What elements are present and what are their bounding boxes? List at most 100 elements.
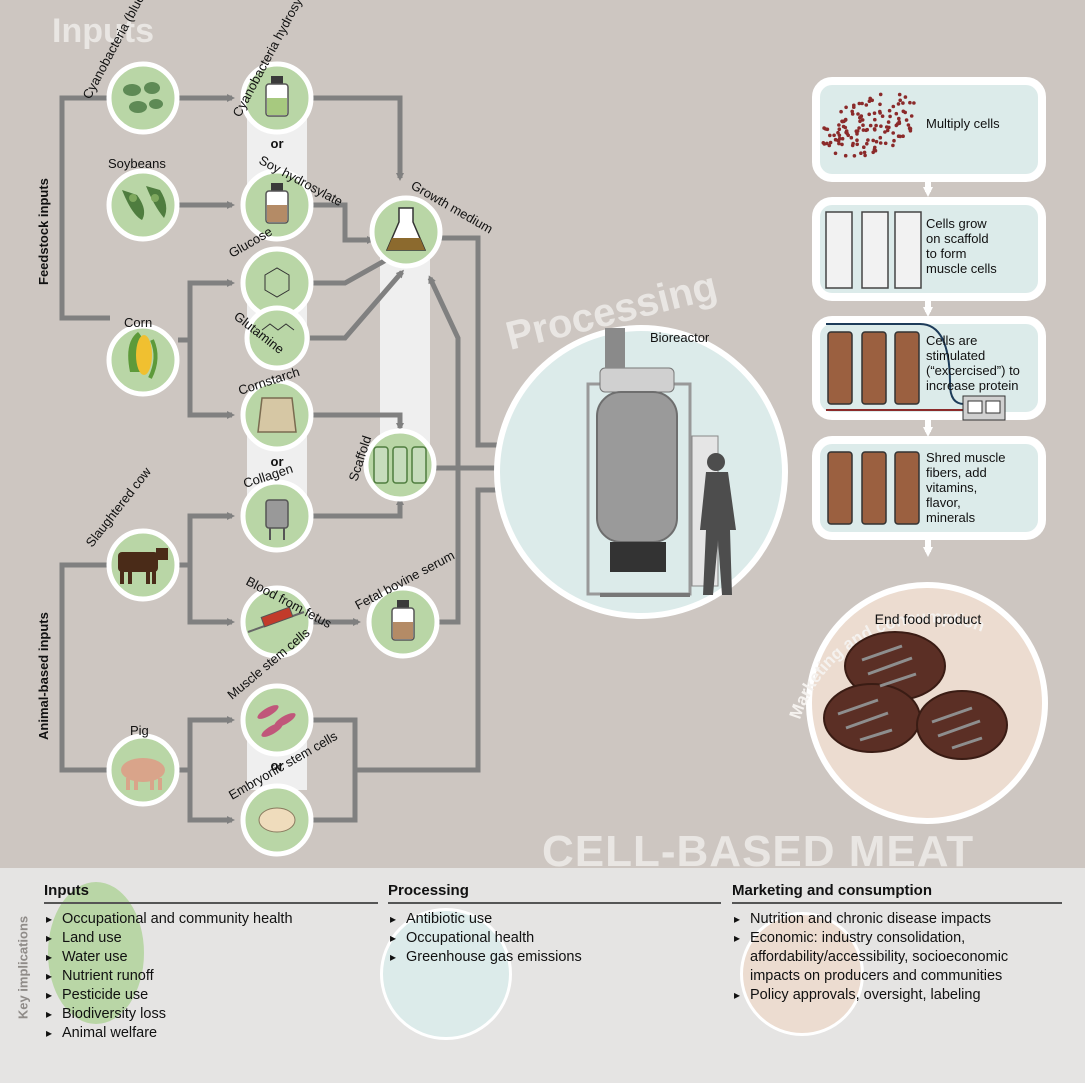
cell-dot xyxy=(849,135,854,140)
processing-implication-item: Occupational health xyxy=(388,929,721,948)
cell-dot xyxy=(904,118,909,122)
cell-dot xyxy=(837,136,842,141)
cell-dot xyxy=(844,130,848,135)
cell-dot xyxy=(843,118,848,122)
cell-dot xyxy=(885,128,890,133)
pig-icon xyxy=(121,758,165,790)
cell-dot xyxy=(887,108,892,113)
cell-dot xyxy=(897,92,902,97)
inputs-implication-item: Biodiversity loss xyxy=(44,1005,378,1024)
step-multiply-text: Multiply cells xyxy=(926,116,1000,131)
cell-dot xyxy=(883,130,887,134)
electrode-wires-icon xyxy=(826,323,965,411)
cell-dot xyxy=(886,120,891,124)
cell-dot xyxy=(855,138,859,142)
label-pig: Pig xyxy=(130,723,149,738)
cell-dot xyxy=(868,123,873,128)
cell-dot xyxy=(871,138,875,143)
s4-line: vitamins, xyxy=(926,480,977,495)
worker-icon xyxy=(700,453,736,595)
scaffold-tubes-icon xyxy=(825,211,922,289)
cell-dot xyxy=(883,141,888,146)
s2-line: Cells grow xyxy=(926,216,987,231)
cell-dot xyxy=(868,96,872,101)
tank-icon xyxy=(265,499,289,540)
muscle-tissue-icon xyxy=(827,331,920,525)
cell-dot xyxy=(897,120,901,124)
cell-dot xyxy=(873,145,877,150)
cell-dot xyxy=(844,105,848,110)
sack-icon xyxy=(257,397,297,433)
cell-dot xyxy=(866,138,870,142)
cell-dot xyxy=(901,101,905,105)
s3-line: increase protein xyxy=(926,378,1019,393)
cell-dot xyxy=(839,109,843,114)
marketing-implication-item: Nutrition and chronic disease impacts xyxy=(732,910,1062,929)
s4-line: flavor, xyxy=(926,495,961,510)
cell-dot xyxy=(852,103,856,108)
cell-dot xyxy=(878,92,883,97)
cell-dot xyxy=(892,138,896,143)
cell-dot xyxy=(879,124,883,128)
processing-implication-item: Greenhouse gas emissions xyxy=(388,948,721,967)
cell-dot xyxy=(858,119,862,124)
inputs-list: Occupational and community healthLand us… xyxy=(44,910,378,1043)
serum-bottle-icon xyxy=(391,600,415,641)
cells-dots-icon xyxy=(821,92,916,158)
marketing-heading: Marketing and consumption xyxy=(732,882,1062,904)
cell-dot xyxy=(872,111,877,115)
embryo-icon xyxy=(258,807,296,833)
cell-dot xyxy=(843,153,848,158)
cell-dot xyxy=(861,128,866,132)
cell-dot xyxy=(852,154,857,158)
cell-dot xyxy=(837,123,841,127)
cell-dot xyxy=(840,136,845,141)
cell-dot xyxy=(855,142,859,147)
glutamine-node xyxy=(244,305,310,371)
cell-dot xyxy=(833,137,838,142)
cell-dot xyxy=(862,145,866,149)
cell-dot xyxy=(873,117,877,122)
cell-dot xyxy=(857,101,862,106)
soy-bottle-icon xyxy=(265,183,289,224)
cell-dot xyxy=(887,125,891,130)
or-label-2: or xyxy=(271,454,284,469)
inputs-implication-item: Animal welfare xyxy=(44,1024,378,1043)
cell-dot xyxy=(891,131,895,135)
cell-dot xyxy=(897,116,901,121)
s4-line: Shred muscle xyxy=(926,450,1005,465)
cell-dot xyxy=(908,100,912,105)
molecule-icon xyxy=(261,267,295,331)
cell-dot xyxy=(864,128,868,133)
cyanobacteria-node xyxy=(106,61,180,135)
stimulator-device-icon xyxy=(962,395,1006,421)
cell-dot xyxy=(903,95,908,99)
cell-dot xyxy=(821,141,826,145)
syringe-icon xyxy=(247,606,305,633)
cell-dot xyxy=(864,103,869,107)
cell-dot xyxy=(896,134,901,138)
cell-based-meat-banner: CELL-BASED MEAT xyxy=(542,827,974,868)
cell-dot xyxy=(878,141,883,145)
processing-implication-item: Antibiotic use xyxy=(388,910,721,929)
cell-dot xyxy=(874,123,878,128)
inputs-implications: Inputs Occupational and community health… xyxy=(44,882,378,1043)
cell-based-meat-diagram: Inputs Processing CELL-BASED MEAT Feedst… xyxy=(36,0,1048,868)
cell-dot xyxy=(878,135,883,140)
bottle-icon xyxy=(265,76,289,117)
processing-heading: Processing xyxy=(388,882,721,904)
cell-dot xyxy=(909,114,914,118)
animal-label: Animal-based inputs xyxy=(36,612,51,740)
cell-dot xyxy=(908,126,912,130)
cell-dot xyxy=(837,127,842,131)
cell-dot xyxy=(860,101,864,106)
or-label-3: or xyxy=(271,758,284,773)
inputs-implication-item: Water use xyxy=(44,948,378,967)
inputs-implication-item: Nutrient runoff xyxy=(44,967,378,986)
cell-dot xyxy=(856,112,860,116)
cell-dot xyxy=(855,129,860,133)
cell-dot xyxy=(832,133,836,138)
muscle-cells-icon xyxy=(257,705,296,737)
inputs-banner: Inputs xyxy=(52,12,154,50)
